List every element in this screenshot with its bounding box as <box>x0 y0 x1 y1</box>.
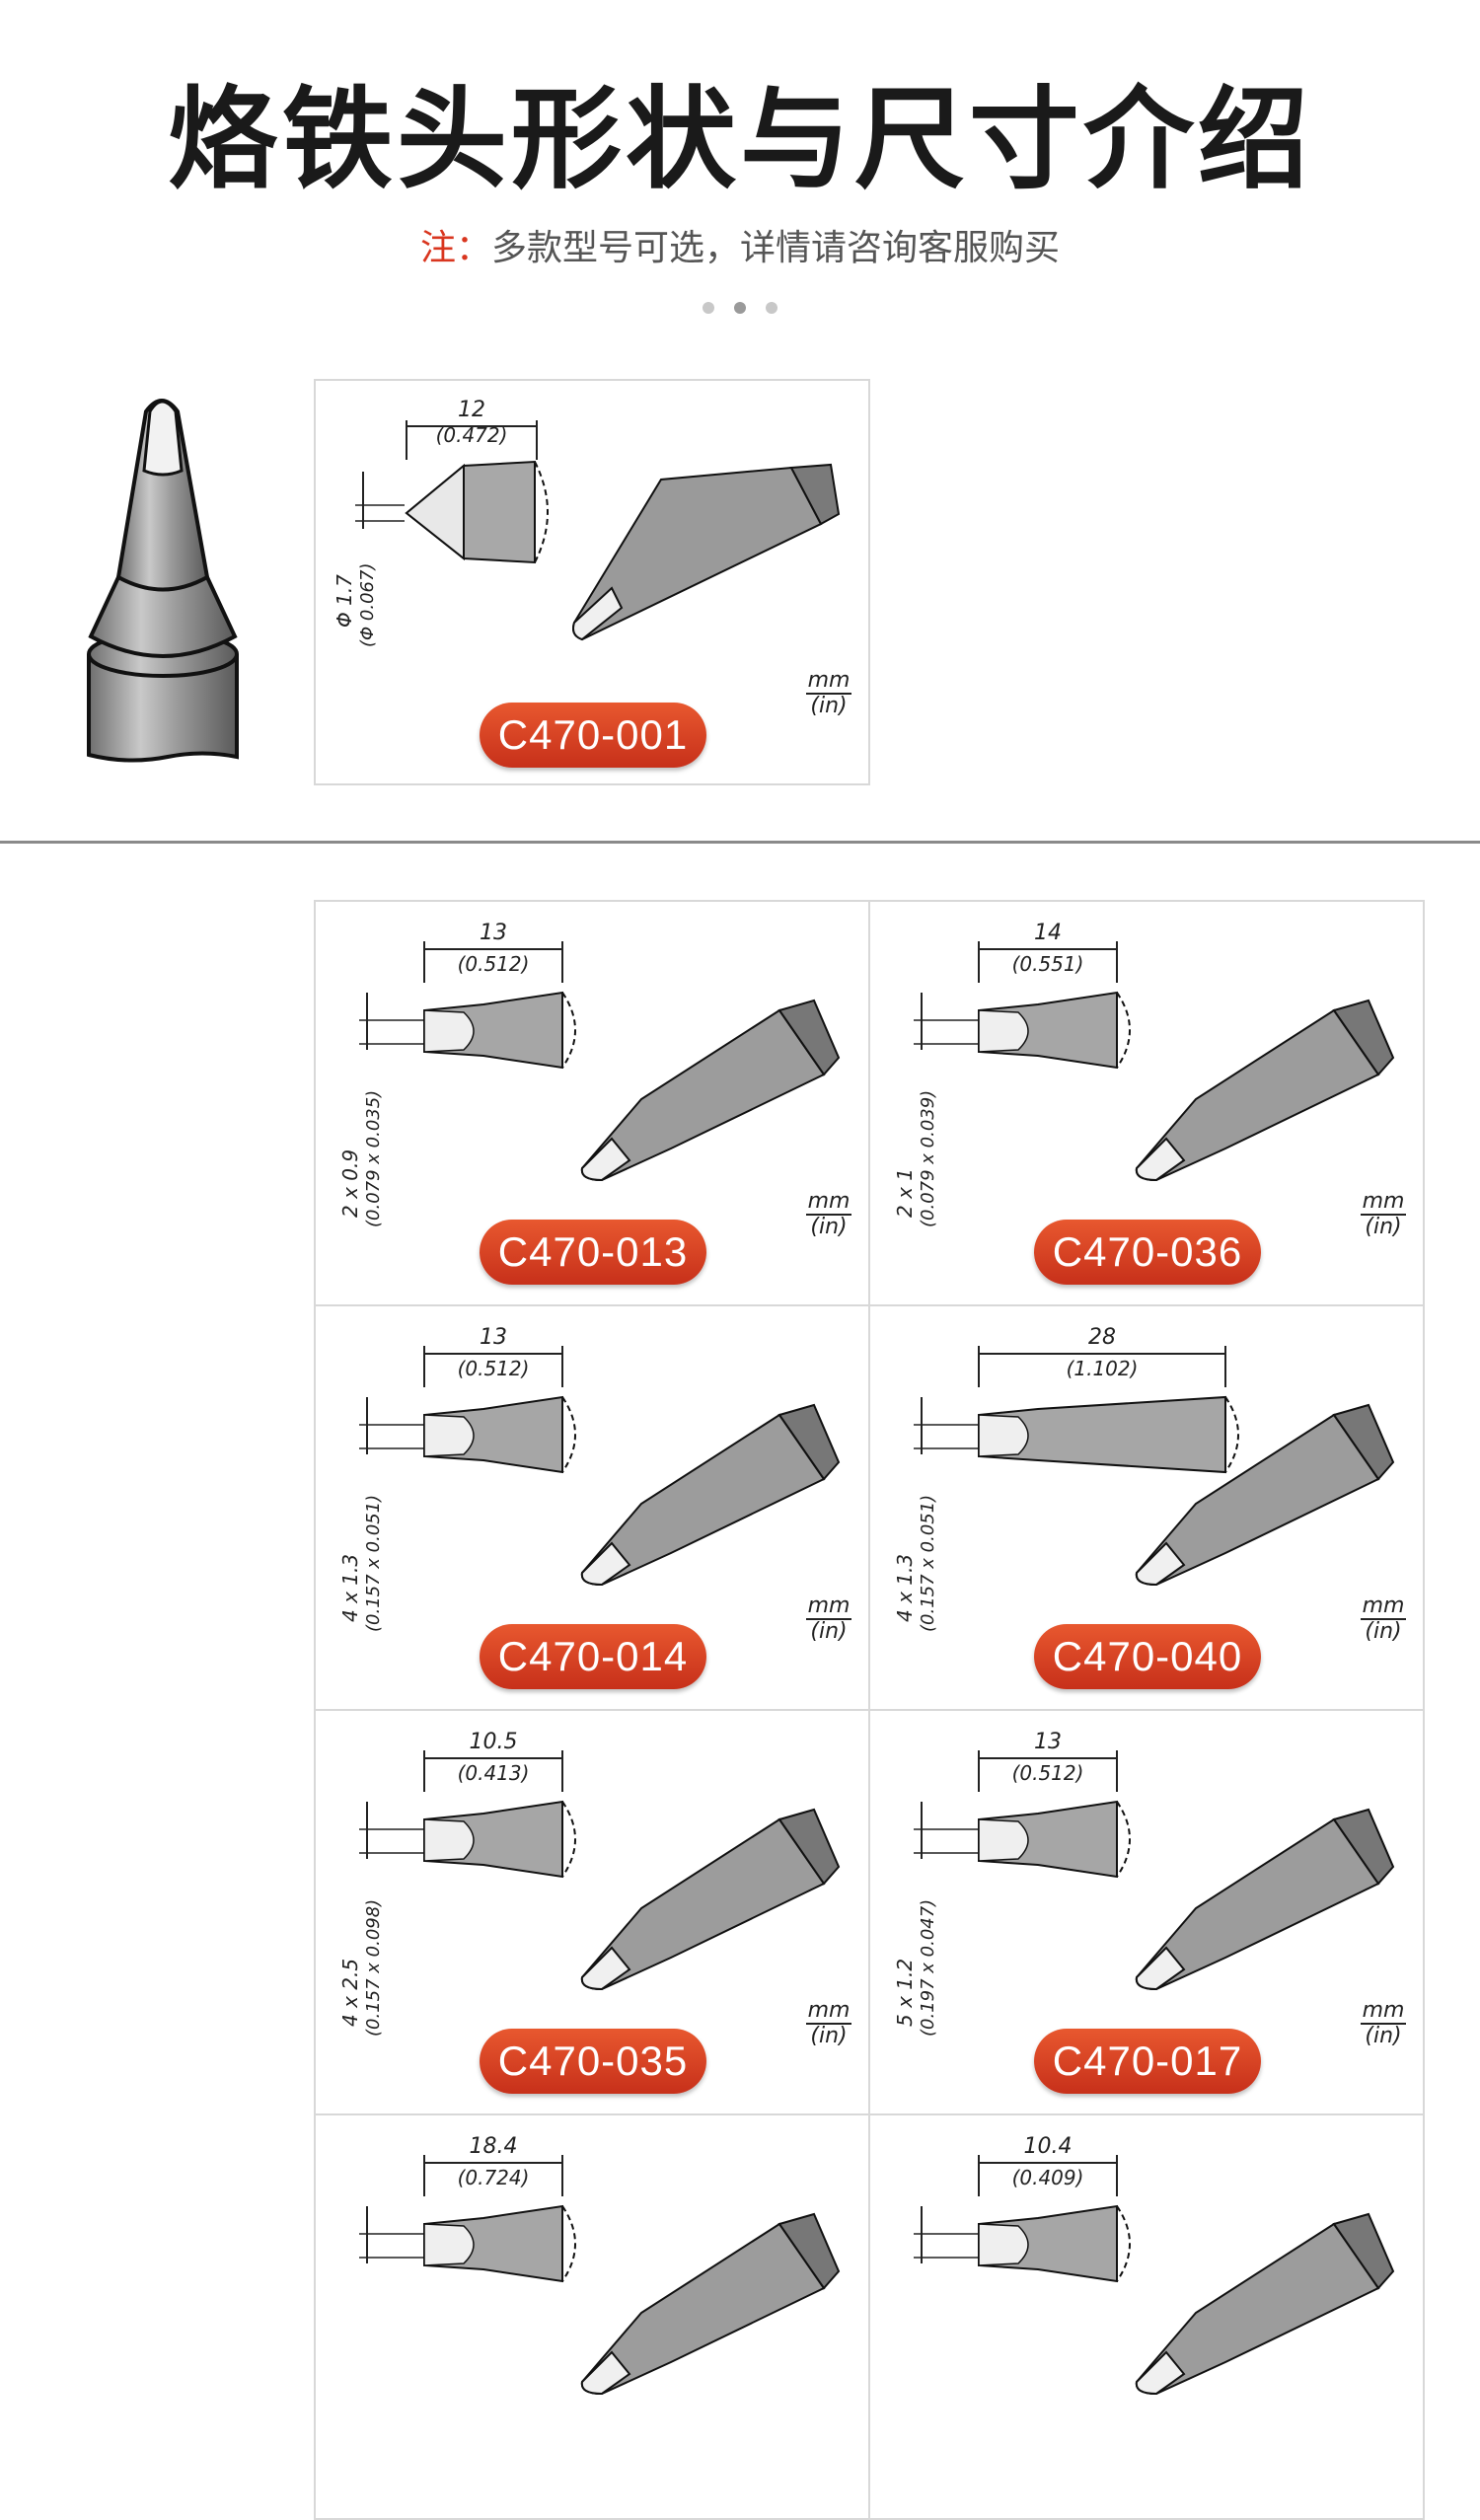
section-divider <box>0 841 1480 844</box>
tip-size-in: (0.157 x 0.098) <box>363 1899 384 2037</box>
length-mm: 12 <box>458 398 485 422</box>
model-badge: C470-036 <box>1034 1220 1261 1285</box>
length-mm: 14 <box>1034 921 1062 945</box>
tip-card[interactable]: 28 (1.102) 4 x 1.3(0.157 x 0.051) C470-040 m… <box>868 1304 1425 1711</box>
tip-size-mm: 2 x 1 <box>893 1168 917 1218</box>
length-in: (0.512) <box>458 1357 530 1380</box>
tip-size-in: (0.157 x 0.051) <box>918 1495 938 1632</box>
length-in: (0.413) <box>458 1761 530 1785</box>
tip-card[interactable]: 13 (0.512) 4 x 1.3(0.157 x 0.051) C470-014 m… <box>314 1304 870 1711</box>
note-line: 注：多款型号可选，详情请咨询客服购买 <box>0 219 1480 270</box>
tip-size-mm: 5 x 1.2 <box>893 1959 917 2027</box>
length-mm: 18.4 <box>470 2134 518 2159</box>
units-label: mm(in) <box>799 1190 858 1239</box>
units-in: (in) <box>1365 1619 1402 1644</box>
note-label: 注： <box>419 228 491 268</box>
tip-diagram: 13 (0.512) 2 x 0.9(0.079 x 0.035) <box>338 921 841 1227</box>
tip-card[interactable]: 13 (0.512) 5 x 1.2(0.197 x 0.047) C470-017 m… <box>868 1709 1425 2115</box>
units-mm: mm <box>1360 1594 1407 1620</box>
page-title: 烙铁头形状与尺寸介绍 <box>168 76 1312 204</box>
units-in: (in) <box>810 694 848 718</box>
carousel-dot[interactable] <box>703 302 714 314</box>
length-in: (0.409) <box>1012 2166 1084 2189</box>
length-in: (1.102) <box>1067 1357 1139 1380</box>
tip-size-in: (Φ 0.067) <box>357 563 378 647</box>
model-badge: C470-040 <box>1034 1624 1261 1689</box>
units-in: (in) <box>810 1215 848 1239</box>
tip-diagram: 18.4 (0.724) <box>359 2134 841 2396</box>
tip-diagram: 28 (1.102) 4 x 1.3(0.157 x 0.051) <box>893 1325 1395 1632</box>
length-mm: 10.5 <box>470 1730 518 1754</box>
units-mm: mm <box>805 1594 852 1620</box>
units-mm: mm <box>1360 1998 1407 2025</box>
tip-card[interactable]: 14 (0.551) 2 x 1(0.079 x 0.039) C470-036 mm(… <box>868 900 1425 1306</box>
units-label: mm (in) <box>799 669 858 718</box>
length-in: (0.512) <box>1012 1761 1084 1785</box>
length-mm: 13 <box>480 921 507 945</box>
tip-card[interactable]: 18.4 (0.724) <box>314 2113 870 2520</box>
length-in: (0.472) <box>436 423 508 447</box>
length-mm: 10.4 <box>1024 2134 1073 2159</box>
tip-diagram: 12 (0.472) Φ 1.7 (Φ 0.067) <box>333 398 841 647</box>
tip-size-in: (0.079 x 0.039) <box>918 1090 938 1227</box>
units-in: (in) <box>810 1619 848 1644</box>
model-badge: C470-014 <box>480 1624 706 1689</box>
length-mm: 28 <box>1088 1325 1116 1350</box>
tip-diagram: 13 (0.512) 5 x 1.2(0.197 x 0.047) <box>893 1730 1395 2037</box>
model-badge: C470-001 <box>480 703 706 768</box>
carousel-dot-active[interactable] <box>734 302 746 314</box>
tip-card[interactable]: 10.5 (0.413) 4 x 2.5(0.157 x 0.098) C470-03… <box>314 1709 870 2115</box>
tip-diagram: 10.5 (0.413) 4 x 2.5(0.157 x 0.098) <box>338 1730 841 2037</box>
tip-card[interactable]: 13 (0.512) 2 x 0.9(0.079 x 0.035) C470-013 m… <box>314 900 870 1306</box>
tip-size-in: (0.079 x 0.035) <box>363 1090 384 1227</box>
tip-diagram: 14 (0.551) 2 x 1(0.079 x 0.039) <box>893 921 1395 1227</box>
tip-size-mm: 2 x 0.9 <box>338 1149 362 1218</box>
model-badge: C470-035 <box>480 2029 706 2094</box>
units-label: mm(in) <box>799 1999 858 2048</box>
tip-size-in: (0.197 x 0.047) <box>918 1899 938 2037</box>
tip-card[interactable]: 10.4 (0.409) <box>868 2113 1425 2520</box>
units-mm: mm <box>805 668 852 695</box>
units-label: mm(in) <box>1354 1190 1413 1239</box>
length-in: (0.724) <box>458 2166 530 2189</box>
length-in: (0.551) <box>1012 952 1084 976</box>
model-badge: C470-017 <box>1034 2029 1261 2094</box>
length-mm: 13 <box>1034 1730 1062 1754</box>
note-text: 多款型号可选，详情请咨询客服购买 <box>491 228 1061 268</box>
units-mm: mm <box>805 1998 852 2025</box>
tip-size-mm: 4 x 1.3 <box>338 1554 362 1622</box>
units-in: (in) <box>810 2024 848 2048</box>
tip-size-mm: Φ 1.7 <box>333 574 356 628</box>
units-in: (in) <box>1365 1215 1402 1239</box>
length-in: (0.512) <box>458 952 530 976</box>
units-label: mm(in) <box>1354 1999 1413 2048</box>
tip-size-in: (0.157 x 0.051) <box>363 1495 384 1632</box>
tip-diagram: 10.4 (0.409) <box>914 2134 1395 2396</box>
units-label: mm(in) <box>1354 1594 1413 1644</box>
tip-diagram: 13 (0.512) 4 x 1.3(0.157 x 0.051) <box>338 1325 841 1632</box>
soldering-tip-illustration <box>87 399 239 763</box>
model-badge: C470-013 <box>480 1220 706 1285</box>
tip-size-mm: 4 x 2.5 <box>338 1959 362 2027</box>
units-mm: mm <box>805 1189 852 1216</box>
units-label: mm(in) <box>799 1594 858 1644</box>
length-mm: 13 <box>480 1325 507 1350</box>
units-in: (in) <box>1365 2024 1402 2048</box>
carousel-dots <box>701 298 779 318</box>
tip-size-mm: 4 x 1.3 <box>893 1554 917 1622</box>
tip-card-featured[interactable]: 12 (0.472) Φ 1.7 (Φ 0.067) C470-001 mm (… <box>314 379 870 785</box>
carousel-dot[interactable] <box>766 302 777 314</box>
units-mm: mm <box>1360 1189 1407 1216</box>
